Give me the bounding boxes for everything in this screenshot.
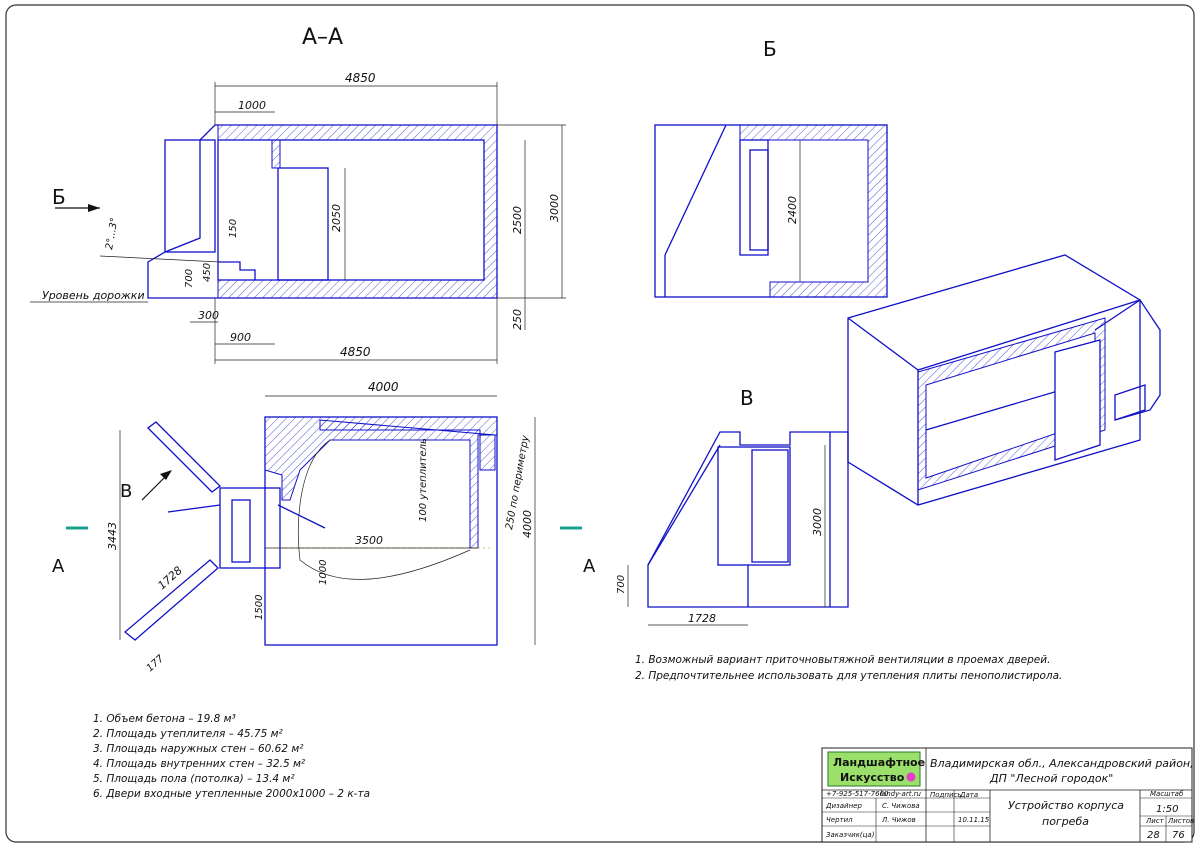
note-left-4: 4. Площадь внутренних стен – 32.5 м² xyxy=(93,758,306,770)
customer-label: Заказчик(ца) xyxy=(826,831,875,839)
logo-dot-icon xyxy=(906,772,916,782)
dim-700-v: 700 xyxy=(616,575,627,594)
view-v: В 3000 700 1728 xyxy=(616,386,849,626)
view-b: Б 2400 xyxy=(654,37,888,298)
dim-4000-top: 4000 xyxy=(368,380,399,394)
section-aa: А–А 4850 1000 2050 2500 3000 250 150 450… xyxy=(30,25,566,364)
arrow-v-label: В xyxy=(120,481,132,502)
date-label: Дата xyxy=(959,791,978,799)
dim-4850-top: 4850 xyxy=(345,71,376,85)
title-line1: Устройство корпуса xyxy=(1008,799,1124,812)
date-value: 10.11.15 xyxy=(958,816,990,824)
scale-value: 1:50 xyxy=(1156,804,1178,815)
arrow-b-label: Б xyxy=(52,185,66,209)
isometric-view xyxy=(847,254,1161,506)
path-level-label: Уровень дорожки xyxy=(42,289,145,302)
dim-3000-v: 3000 xyxy=(811,508,824,536)
dim-700: 700 xyxy=(184,269,195,288)
note-left-1: 1. Объем бетона – 19.8 м³ xyxy=(93,713,236,725)
address-line2: ДП "Лесной городок" xyxy=(989,772,1113,785)
designer-name: С. Чижова xyxy=(882,802,920,810)
sheets-value: 76 xyxy=(1172,830,1185,841)
dim-3000: 3000 xyxy=(548,194,561,222)
dim-250: 250 xyxy=(511,309,524,330)
note-left-2: 2. Площадь утеплителя – 45.75 м² xyxy=(93,728,284,740)
dim-2500: 2500 xyxy=(511,206,524,234)
dim-1500: 1500 xyxy=(254,595,265,620)
dim-900: 900 xyxy=(230,331,251,344)
insul-100-label: 100 утеплитель xyxy=(418,438,429,522)
notes-right: 1. Возможный вариант приточновытяжной ве… xyxy=(635,654,1062,682)
title-block: Ландшафтное Искусство Владимирская обл.,… xyxy=(821,747,1194,843)
logo-line1: Ландшафтное xyxy=(833,756,925,769)
dim-2400: 2400 xyxy=(786,196,799,224)
dim-177: 177 xyxy=(145,653,167,674)
dim-4000-side: 4000 xyxy=(521,510,534,538)
dim-300: 300 xyxy=(198,309,219,322)
drafter-name: Л. Чижов xyxy=(881,816,916,824)
note-left-6: 6. Двери входные утепленные 2000х1000 – … xyxy=(93,788,370,800)
logo xyxy=(827,751,921,787)
scale-label: Масштаб xyxy=(1150,790,1184,798)
dim-450: 450 xyxy=(202,263,213,282)
logo-line2: Искусство xyxy=(840,771,905,784)
site: landy-art.ru xyxy=(880,790,922,798)
note-right-2: 2. Предпочтительнее использовать для уте… xyxy=(635,670,1062,682)
section-aa-title: А–А xyxy=(302,25,343,50)
cut-a-right: А xyxy=(583,556,596,577)
note-left-3: 3. Площадь наружных стен – 60.62 м² xyxy=(93,743,304,755)
dim-1000: 1000 xyxy=(238,99,266,112)
view-v-title: В xyxy=(740,386,754,410)
dim-3500: 3500 xyxy=(355,534,383,547)
dim-1000-plan: 1000 xyxy=(318,560,329,585)
dim-2050: 2050 xyxy=(330,204,343,232)
title-line2: погреба xyxy=(1042,815,1089,828)
dim-150: 150 xyxy=(228,219,239,238)
sheet-value: 28 xyxy=(1147,830,1160,841)
phone: +7-925-517-7660 xyxy=(826,790,889,798)
cut-a-left: А xyxy=(52,556,65,577)
dim-1728-plan: 1728 xyxy=(155,564,185,592)
plan-view: 3500 4000 4000 250 по периметру 100 утеп… xyxy=(52,380,596,674)
designer-label: Дизайнер xyxy=(825,802,862,810)
view-b-title: Б xyxy=(763,37,777,61)
note-left-5: 5. Площадь пола (потолка) – 13.4 м² xyxy=(93,773,295,785)
slope-label: 2°...3° xyxy=(104,217,120,251)
sheets-label: Листов xyxy=(1167,817,1194,825)
sign-label: Подпись xyxy=(930,791,962,799)
sheet-frame xyxy=(5,4,1195,843)
dim-3443: 3443 xyxy=(106,522,119,550)
notes-left: 1. Объем бетона – 19.8 м³ 2. Площадь уте… xyxy=(93,713,370,800)
note-right-1: 1. Возможный вариант приточновытяжной ве… xyxy=(635,654,1050,666)
sheet-label: Лист xyxy=(1145,817,1165,825)
dim-4850-bottom: 4850 xyxy=(340,345,371,359)
address-line1: Владимирская обл., Александровский район… xyxy=(930,757,1194,770)
dim-1728-v: 1728 xyxy=(688,612,716,625)
drafter-label: Чертил xyxy=(826,816,853,824)
